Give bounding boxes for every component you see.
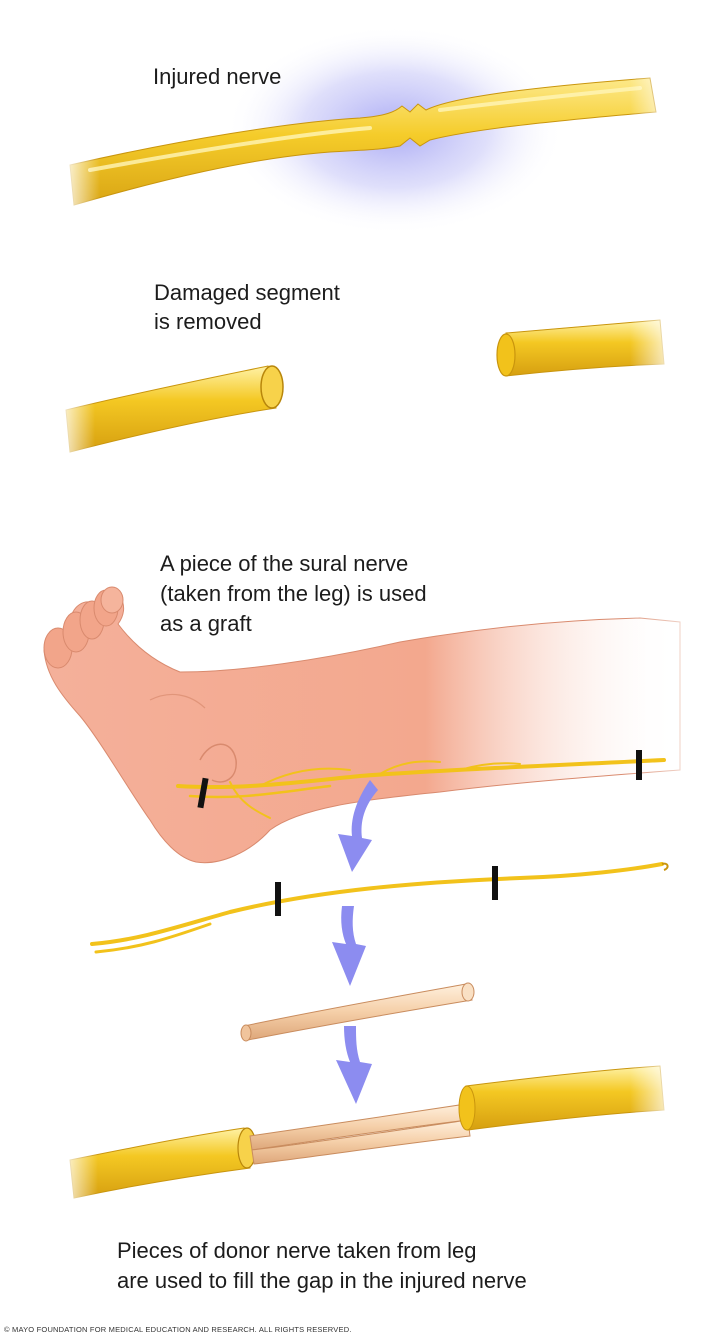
nerve-stump-right-end <box>496 333 516 377</box>
injured-nerve-label: Injured nerve <box>153 64 282 89</box>
repaired-nerve-left <box>69 1127 251 1199</box>
injured-nerve-panel <box>60 25 680 235</box>
graft-piece <box>243 983 473 1041</box>
down-arrow <box>338 780 378 872</box>
cut-marker <box>275 882 281 916</box>
leg-panel <box>43 586 720 864</box>
cut-marker <box>636 750 642 780</box>
cut-marker <box>197 777 209 809</box>
sural-nerve <box>176 758 666 790</box>
graft-strand <box>251 1119 471 1165</box>
down-arrow <box>332 906 366 986</box>
down-arrow <box>336 1026 372 1104</box>
damaged-segment-label: Damaged segment is removed <box>154 280 340 334</box>
nerve-stump-left <box>65 365 277 453</box>
repaired-nerve-panel <box>58 1058 680 1210</box>
injured-nerve-highlight <box>88 86 642 172</box>
donor-nerve-caption: Pieces of donor nerve taken from leg are… <box>117 1238 527 1294</box>
harvested-sural-nerve <box>90 862 664 946</box>
sural-nerve-label: A piece of the sural nerve (taken from t… <box>160 551 427 636</box>
big-toe <box>100 586 124 614</box>
graft-piece-panel <box>240 982 475 1042</box>
harvested-nerve-panel <box>90 862 669 954</box>
cut-marker <box>492 866 498 900</box>
nerve-stump-left-end <box>260 365 284 409</box>
arrows <box>332 780 378 1104</box>
copyright-notice: © MAYO FOUNDATION FOR MEDICAL EDUCATION … <box>4 1325 352 1334</box>
removed-segment-panel <box>55 310 680 465</box>
